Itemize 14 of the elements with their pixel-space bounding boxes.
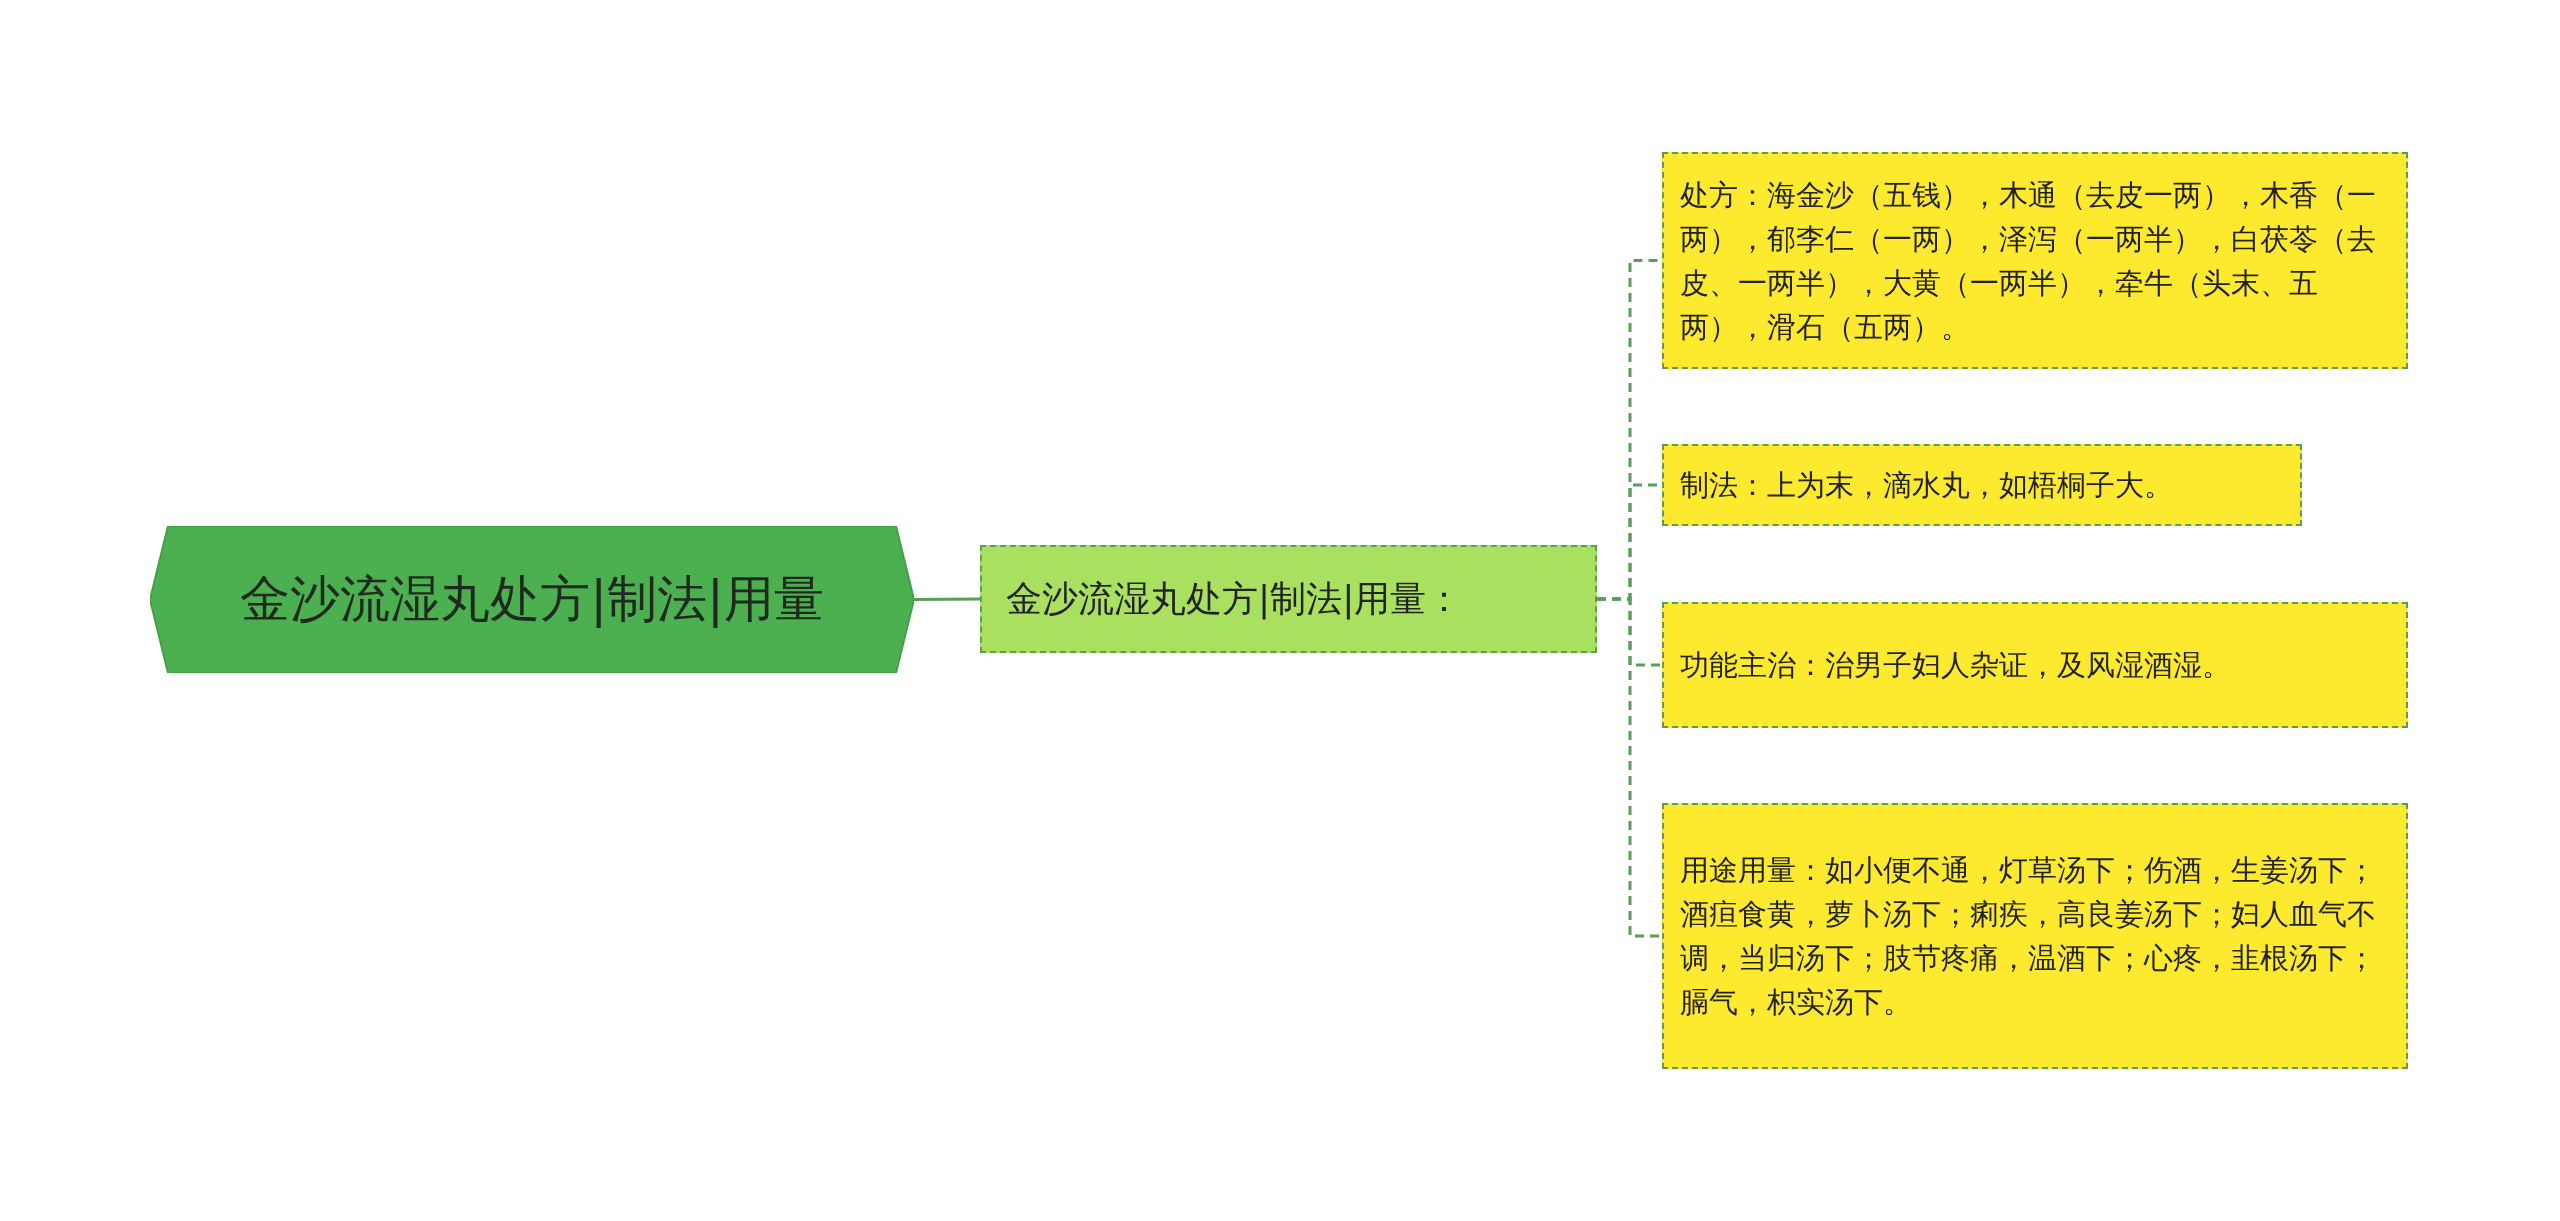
node-text: 金沙流湿丸处方|制法|用量： [1006,577,1463,622]
connector-line [1597,597,1662,938]
topic-hexagon [150,526,914,673]
connector-line [914,597,980,601]
note-box [1662,152,2408,369]
note-box [1662,444,2302,526]
node-text: 用途用量：如小便不通，灯草汤下；伤酒，生姜汤下；酒疸食黄，萝卜汤下；痢疾，高良姜汤下；妇人血气不调，当归汤下；肢节疼痛，温酒下；心疼，韭根汤下；膈气，枳实汤下。 [1680,852,2377,1021]
note-box [1662,602,2408,728]
node-text: 功能主治：治男子妇人杂证，及风湿酒湿。 [1680,647,2231,684]
node-text: 金沙流湿丸处方|制法|用量 [240,569,824,630]
node-text: 处方：海金沙（五钱），木通（去皮一两），木香（一两），郁李仁（一两），泽泻（一两半），白茯苓（去皮、一两半），大黄（一两半），牵牛（头末、五两），滑石（五两）。 [1680,176,2377,346]
subtopic-box [980,545,1597,653]
note-box [1662,803,2408,1069]
node-text: 制法：上为末，滴水丸，如梧桐子大。 [1680,467,2173,504]
